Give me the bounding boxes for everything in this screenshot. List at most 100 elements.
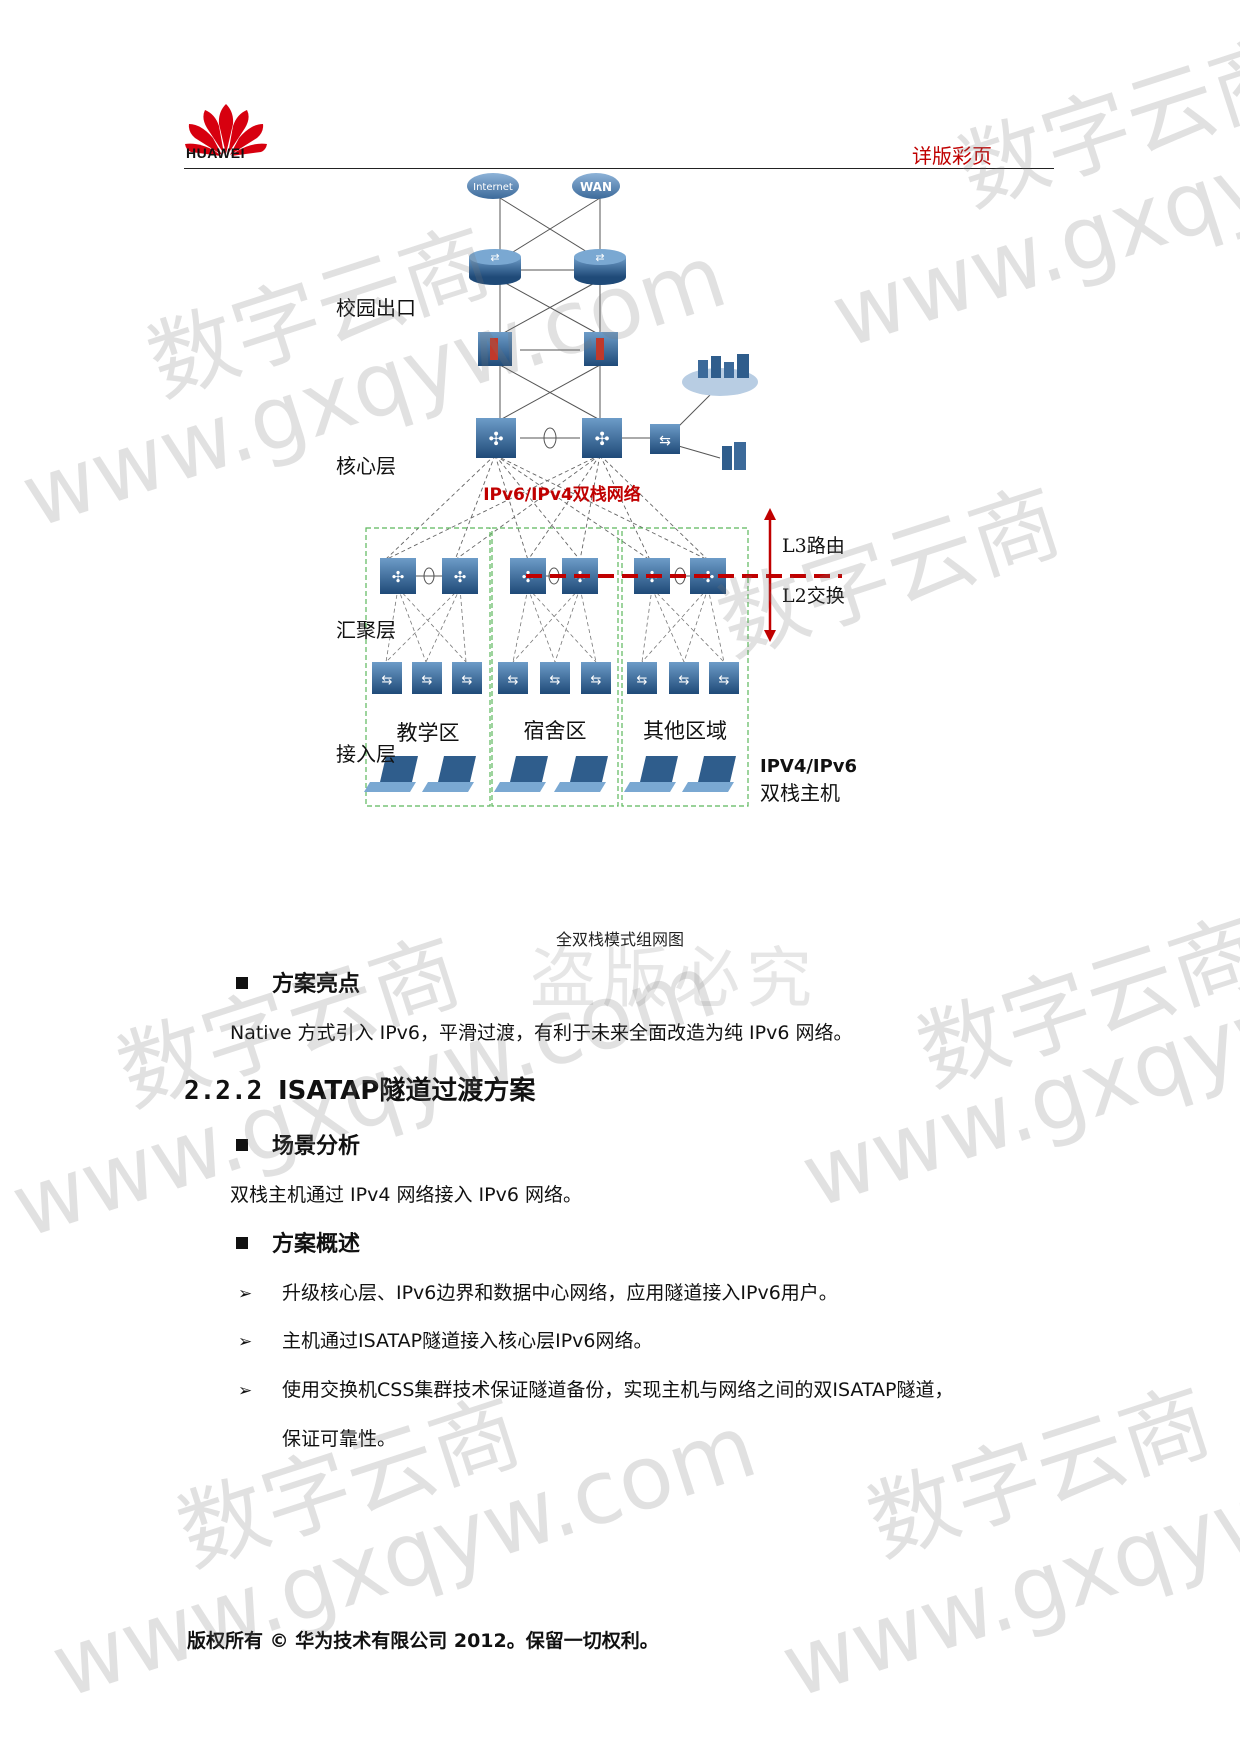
arrow-bullet-icon: ➢ (238, 1284, 253, 1304)
highlights-heading-text: 方案亮点 (272, 972, 361, 997)
svg-text:⇄: ⇄ (490, 251, 499, 264)
svg-text:✣: ✣ (454, 568, 467, 586)
square-bullet-icon (236, 1139, 248, 1151)
dual-stack-network-diagram: Internet WAN ⇄ ⇄ (336, 173, 857, 807)
section-heading: 2.2.2 ISATAP隧道过渡方案 (184, 1070, 535, 1107)
layer-campus-exit-label: 校园出口 (336, 296, 416, 320)
watermark-url: www.gxqyw.com (770, 1393, 1240, 1718)
access-switch-icon: ⇆ (372, 662, 402, 694)
overview-heading-text: 方案概述 (272, 1232, 361, 1257)
page-type-label: 详版彩页 (912, 144, 992, 168)
internet-label: Internet (473, 182, 513, 193)
core-switch-icon: ✣ (476, 418, 516, 458)
uplink-lines (499, 197, 721, 459)
access-switches: ⇆ ⇆ ⇆ ⇆ ⇆ ⇆ ⇆ ⇆ ⇆ (372, 662, 739, 694)
router-icon: ⇄ (469, 249, 521, 285)
arrow-bullet-icon: ➢ (238, 1381, 253, 1401)
svg-text:⇆: ⇆ (422, 673, 433, 688)
svg-text:⇆: ⇆ (719, 673, 730, 688)
zone-other-label: 其他区域 (643, 719, 727, 743)
laptop-icon (364, 756, 418, 792)
square-bullet-icon (236, 1237, 248, 1249)
firewall-icon (584, 332, 618, 366)
svg-text:⇆: ⇆ (462, 673, 473, 688)
svg-text:⇆: ⇆ (382, 673, 393, 688)
router-icon: ⇄ (574, 249, 626, 285)
aggregation-switch-icon: ✣ (380, 558, 416, 594)
list-item: ➢ 主机通过ISATAP隧道接入核心层IPv6网络。 (238, 1326, 653, 1353)
host-label-line2: 双栈主机 (760, 781, 840, 805)
svg-text:⇆: ⇆ (550, 673, 561, 688)
wan-label: WAN (580, 180, 612, 194)
network-type-label: IPv6/IPv4双栈网络 (483, 484, 641, 505)
aggregation-access-links (385, 587, 725, 663)
layer-aggregation-label: 汇聚层 (336, 618, 396, 642)
up-down-arrow-icon (764, 508, 776, 642)
highlights-text: Native 方式引入 IPv6，平滑过渡，有利于未来全面改造为纯 IPv6 网… (230, 1022, 853, 1044)
zone-teaching-label: 教学区 (397, 721, 460, 745)
internet-cloud-icon: Internet (467, 173, 519, 199)
svg-text:⇆: ⇆ (591, 673, 602, 688)
highlights-heading: 方案亮点 (236, 966, 360, 998)
svg-text:⇆: ⇆ (637, 673, 648, 688)
svg-text:⇆: ⇆ (508, 673, 519, 688)
brand-name: HUAWEI (186, 145, 245, 161)
watermark-url: www.gxqyw.com (790, 903, 1240, 1228)
watermark-cn: 数字云商 (905, 899, 1240, 1107)
access-switch-icon: ⇆ (709, 662, 739, 694)
copyright-footer: 版权所有 © 华为技术有限公司 2012。保留一切权利。 (187, 1630, 659, 1652)
list-item-text: 使用交换机CSS集群技术保证隧道备份，实现主机与网络之间的双ISATAP隧道， (282, 1379, 954, 1401)
core-switch-icon: ✣ (582, 418, 622, 458)
zone-dormitory-label: 宿舍区 (524, 719, 587, 743)
watermark-cn: 数字云商 (945, 19, 1240, 227)
square-bullet-icon (236, 977, 248, 989)
laptop-icon (494, 756, 548, 792)
l3-routing-label: L3路由 (782, 535, 845, 557)
section-number: 2.2.2 (184, 1076, 263, 1106)
huawei-logo-icon (185, 104, 267, 156)
firewall-icon (478, 332, 512, 366)
wan-cloud-icon: WAN (572, 173, 620, 199)
laptop-icon (624, 756, 678, 792)
svg-text:⇆: ⇆ (659, 433, 671, 449)
laptops (364, 756, 736, 792)
access-switch-icon: ⇆ (498, 662, 528, 694)
l2-switching-label: L2交换 (782, 585, 845, 607)
access-switch-icon: ⇆ (669, 662, 699, 694)
layer-access-label: 接入层 (336, 742, 396, 766)
laptop-icon (554, 756, 608, 792)
svg-text:✣: ✣ (488, 429, 503, 450)
laptop-icon (682, 756, 736, 792)
list-item: ➢ 升级核心层、IPv6边界和数据中心网络，应用隧道接入IPv6用户。 (238, 1278, 838, 1305)
scene-analysis-heading-text: 场景分析 (272, 1134, 361, 1159)
host-label-line1: IPV4/IPv6 (760, 756, 857, 777)
svg-text:⇄: ⇄ (595, 251, 604, 264)
server-icon (722, 442, 746, 470)
datacenter-switch-icon: ⇆ (650, 424, 680, 454)
list-item-text: 升级核心层、IPv6边界和数据中心网络，应用隧道接入IPv6用户。 (282, 1282, 838, 1304)
scene-analysis-heading: 场景分析 (236, 1128, 360, 1160)
access-switch-icon: ⇆ (540, 662, 570, 694)
access-switch-icon: ⇆ (412, 662, 442, 694)
access-switch-icon: ⇆ (581, 662, 611, 694)
figure-caption: 全双栈模式组网图 (555, 930, 684, 949)
overview-heading: 方案概述 (236, 1226, 360, 1258)
svg-text:✣: ✣ (594, 429, 609, 450)
laptop-icon (422, 756, 476, 792)
access-switch-icon: ⇆ (627, 662, 657, 694)
core-aggregation-links (384, 454, 709, 561)
aggregation-switch-icon: ✣ (442, 558, 478, 594)
watermark-url: www.gxqyw.com (40, 1393, 768, 1718)
list-item-text: 主机通过ISATAP隧道接入核心层IPv6网络。 (282, 1330, 653, 1352)
layer-core-label: 核心层 (336, 454, 396, 478)
list-item-continuation: 保证可靠性。 (282, 1428, 397, 1450)
zone-boxes (365, 527, 749, 807)
arrow-bullet-icon: ➢ (238, 1332, 253, 1352)
data-center-cluster-icon (682, 354, 758, 396)
section-title: ISATAP隧道过渡方案 (277, 1076, 536, 1106)
list-item: ➢ 使用交换机CSS集群技术保证隧道备份，实现主机与网络之间的双ISATAP隧道， (238, 1375, 954, 1402)
svg-text:✣: ✣ (392, 568, 405, 586)
access-switch-icon: ⇆ (452, 662, 482, 694)
header-divider (184, 168, 1054, 169)
